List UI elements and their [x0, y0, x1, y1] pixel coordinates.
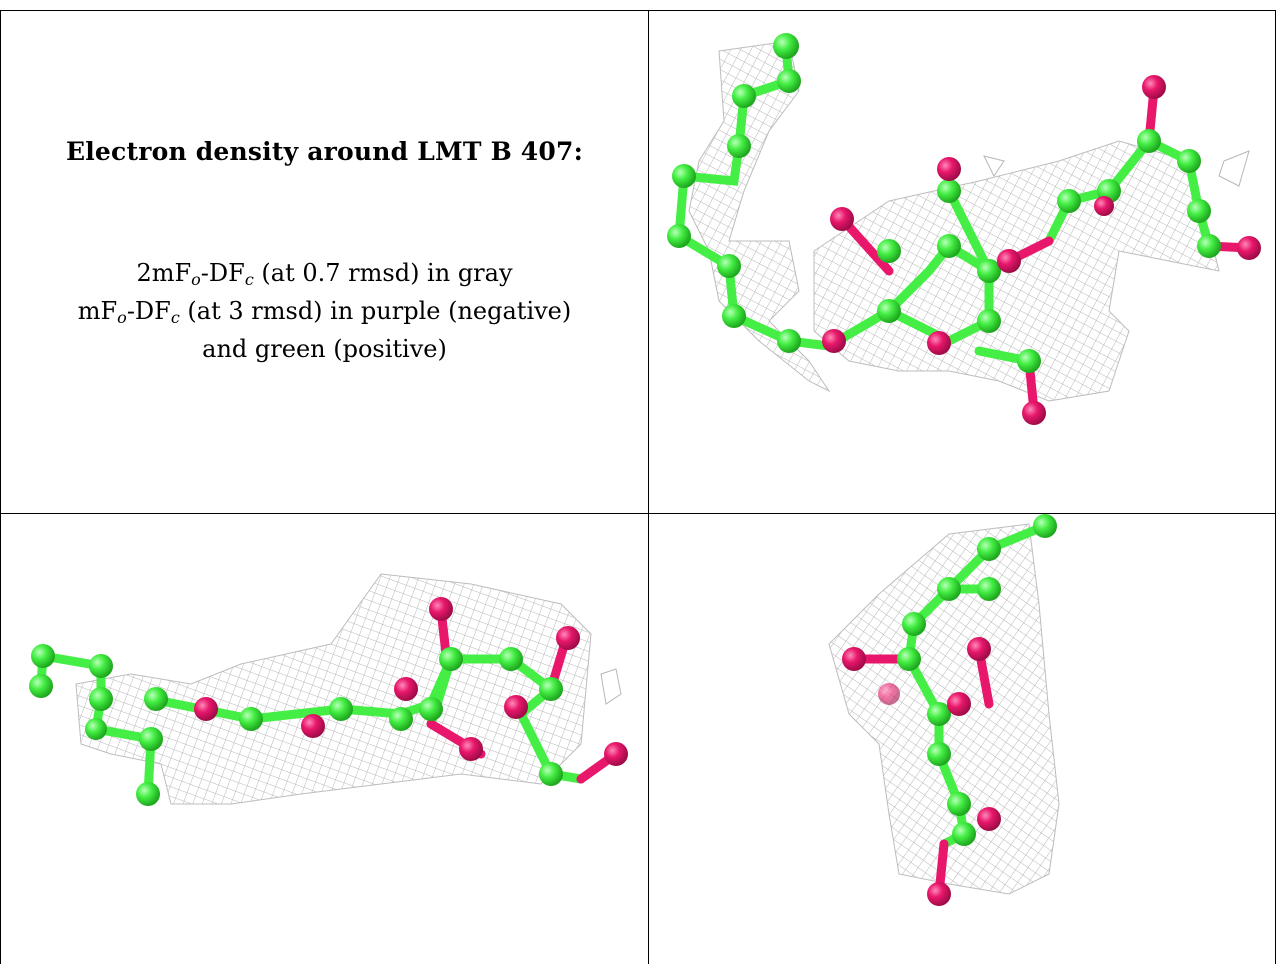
molecule-view-icon	[828, 514, 1060, 906]
view-top-right	[649, 11, 1275, 513]
caption-cell: Electron density around LMT B 407: 2mFo-…	[1, 11, 648, 513]
molecule-view-icon	[667, 33, 1261, 425]
top-border	[0, 10, 1276, 11]
caption-line-3: and green (positive)	[202, 335, 447, 363]
view-bottom-left	[1, 514, 648, 964]
middle-border	[0, 513, 1276, 514]
left-border	[0, 10, 1, 964]
molecule-structure	[842, 514, 1057, 906]
caption-title: Electron density around LMT B 407:	[65, 137, 584, 166]
molecule-structure	[667, 33, 1261, 425]
view-bottom-right	[649, 514, 1275, 964]
caption-line-1: 2mFo-DFc (at 0.7 rmsd) in gray	[136, 259, 513, 289]
molecule-view-icon	[29, 573, 628, 806]
center-divider	[648, 10, 649, 964]
caption-line-2: mFo-DFc (at 3 rmsd) in purple (negative)	[77, 297, 572, 327]
molecule-structure	[29, 597, 628, 806]
